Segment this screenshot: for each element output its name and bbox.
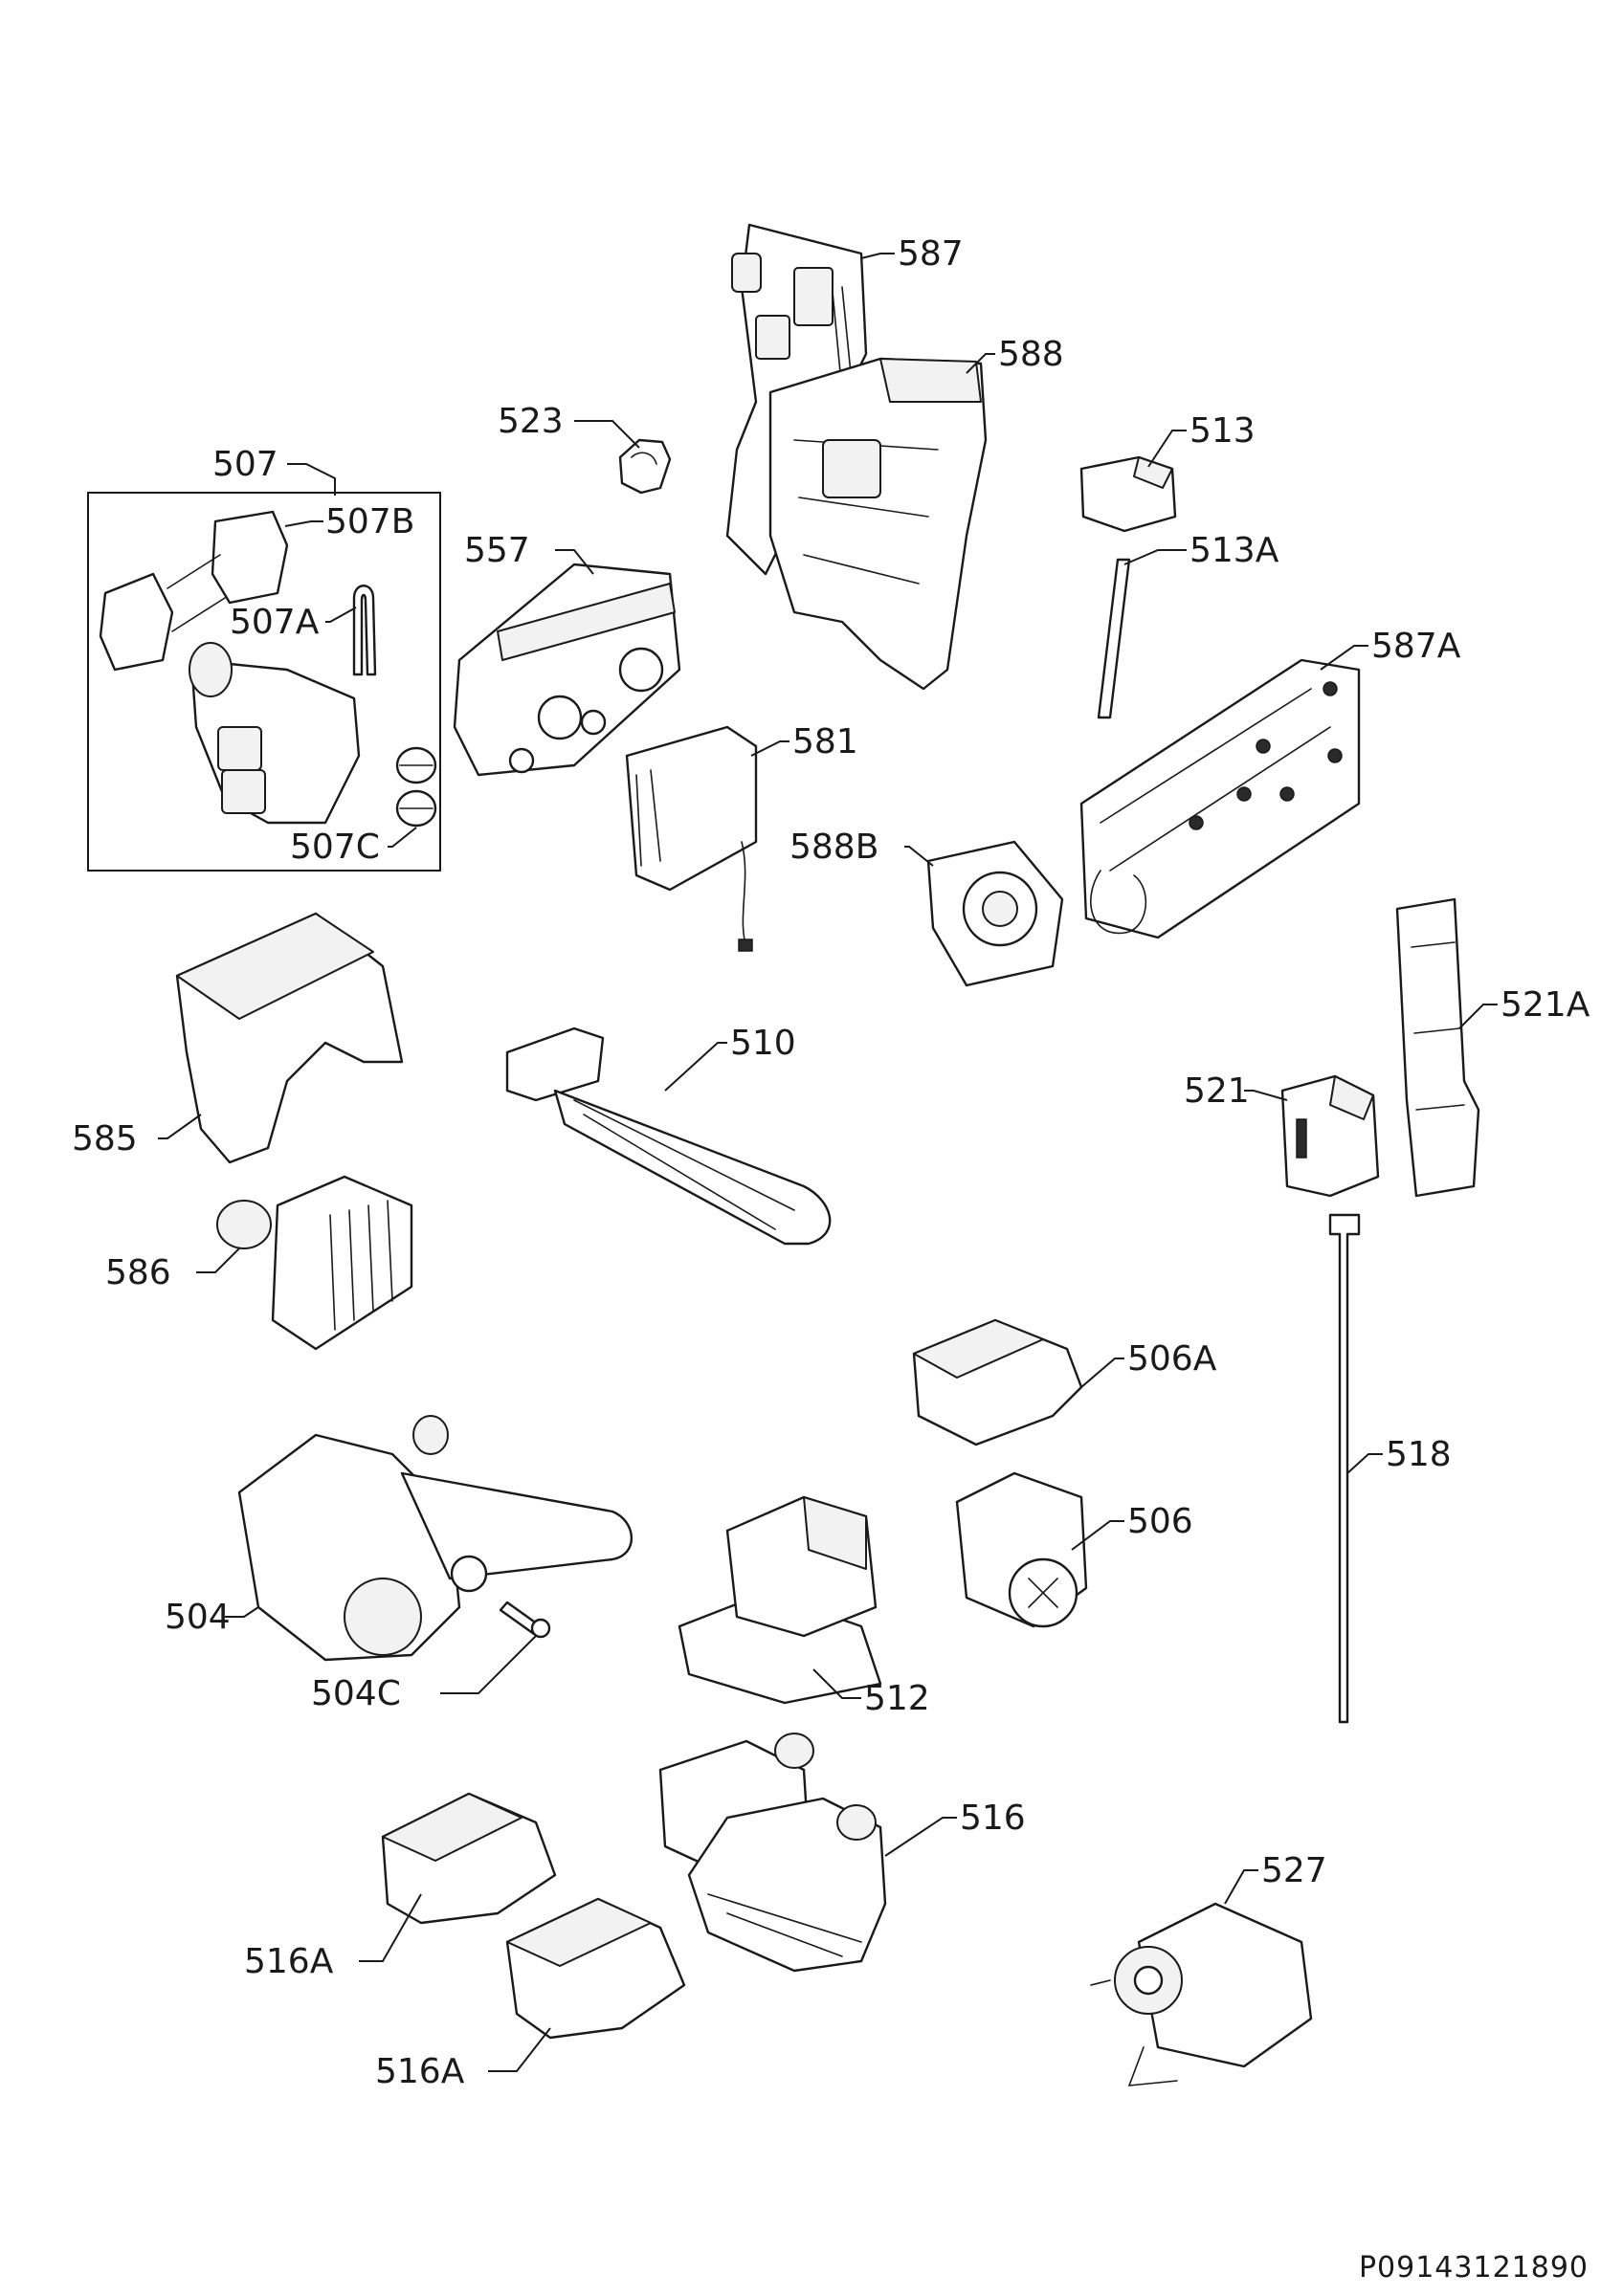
callout-557: 557	[464, 531, 530, 570]
callout-581: 581	[792, 722, 858, 762]
callout-527: 527	[1261, 1851, 1327, 1890]
part-586-motor-control	[216, 1175, 413, 1351]
part-588-housing	[768, 357, 988, 691]
part-557-programmer	[453, 563, 681, 777]
callout-588: 588	[998, 335, 1064, 374]
callout-507A: 507A	[230, 603, 320, 642]
part-587A-display-board	[1079, 658, 1361, 939]
part-506A-cover	[912, 1318, 1083, 1446]
callout-521A: 521A	[1501, 985, 1590, 1025]
callout-507B: 507B	[325, 502, 414, 541]
part-516A-cover-upper	[381, 1792, 557, 1925]
callout-506: 506	[1127, 1502, 1193, 1541]
part-507B-seal	[99, 510, 289, 672]
callout-516A-lower: 516A	[375, 2052, 465, 2091]
callout-507C: 507C	[290, 828, 380, 867]
callout-513A: 513A	[1189, 531, 1279, 570]
part-513-relay	[1079, 455, 1177, 533]
callout-586: 586	[105, 1253, 171, 1292]
part-510-heating-element	[505, 1027, 832, 1246]
leader-lines	[158, 253, 1498, 2072]
callout-513: 513	[1189, 411, 1256, 451]
part-506-drain-pump	[955, 1471, 1088, 1628]
callout-587A: 587A	[1371, 627, 1461, 666]
part-512-support	[678, 1495, 882, 1705]
part-521A-rail	[1395, 897, 1480, 1198]
callout-512: 512	[864, 1679, 930, 1718]
part-504C-screw	[499, 1601, 551, 1639]
part-516A-cover-lower	[505, 1897, 686, 2040]
part-507-valve	[189, 642, 361, 825]
part-581-pcb	[625, 725, 758, 952]
part-513A-rod	[1097, 558, 1131, 719]
callout-521: 521	[1184, 1071, 1250, 1111]
part-527-motor	[1090, 1902, 1313, 2086]
callout-510: 510	[730, 1024, 796, 1063]
callout-585: 585	[72, 1119, 138, 1159]
callout-506A: 506A	[1127, 1339, 1217, 1379]
document-code: P09143121890	[1359, 2251, 1589, 2285]
part-518-cable	[1328, 1213, 1361, 1724]
callout-587: 587	[898, 234, 964, 274]
part-507A-clip	[352, 585, 377, 676]
callout-518: 518	[1386, 1435, 1452, 1474]
part-523-clip	[618, 438, 672, 495]
part-507-frame	[87, 492, 441, 872]
part-516-pump-assembly	[658, 1733, 887, 1973]
part-588B-selector	[926, 840, 1064, 987]
part-507C-caps	[395, 746, 437, 828]
callout-516A-upper: 516A	[244, 1942, 334, 1981]
callout-507: 507	[212, 445, 278, 484]
callout-504: 504	[165, 1598, 231, 1637]
part-585-cover	[175, 912, 404, 1164]
callout-588B: 588B	[789, 828, 878, 867]
callout-504C: 504C	[311, 1674, 401, 1713]
callout-523: 523	[498, 402, 564, 441]
callout-516: 516	[960, 1799, 1026, 1838]
part-521-door-lock	[1280, 1074, 1380, 1198]
part-504-motor	[237, 1415, 634, 1662]
